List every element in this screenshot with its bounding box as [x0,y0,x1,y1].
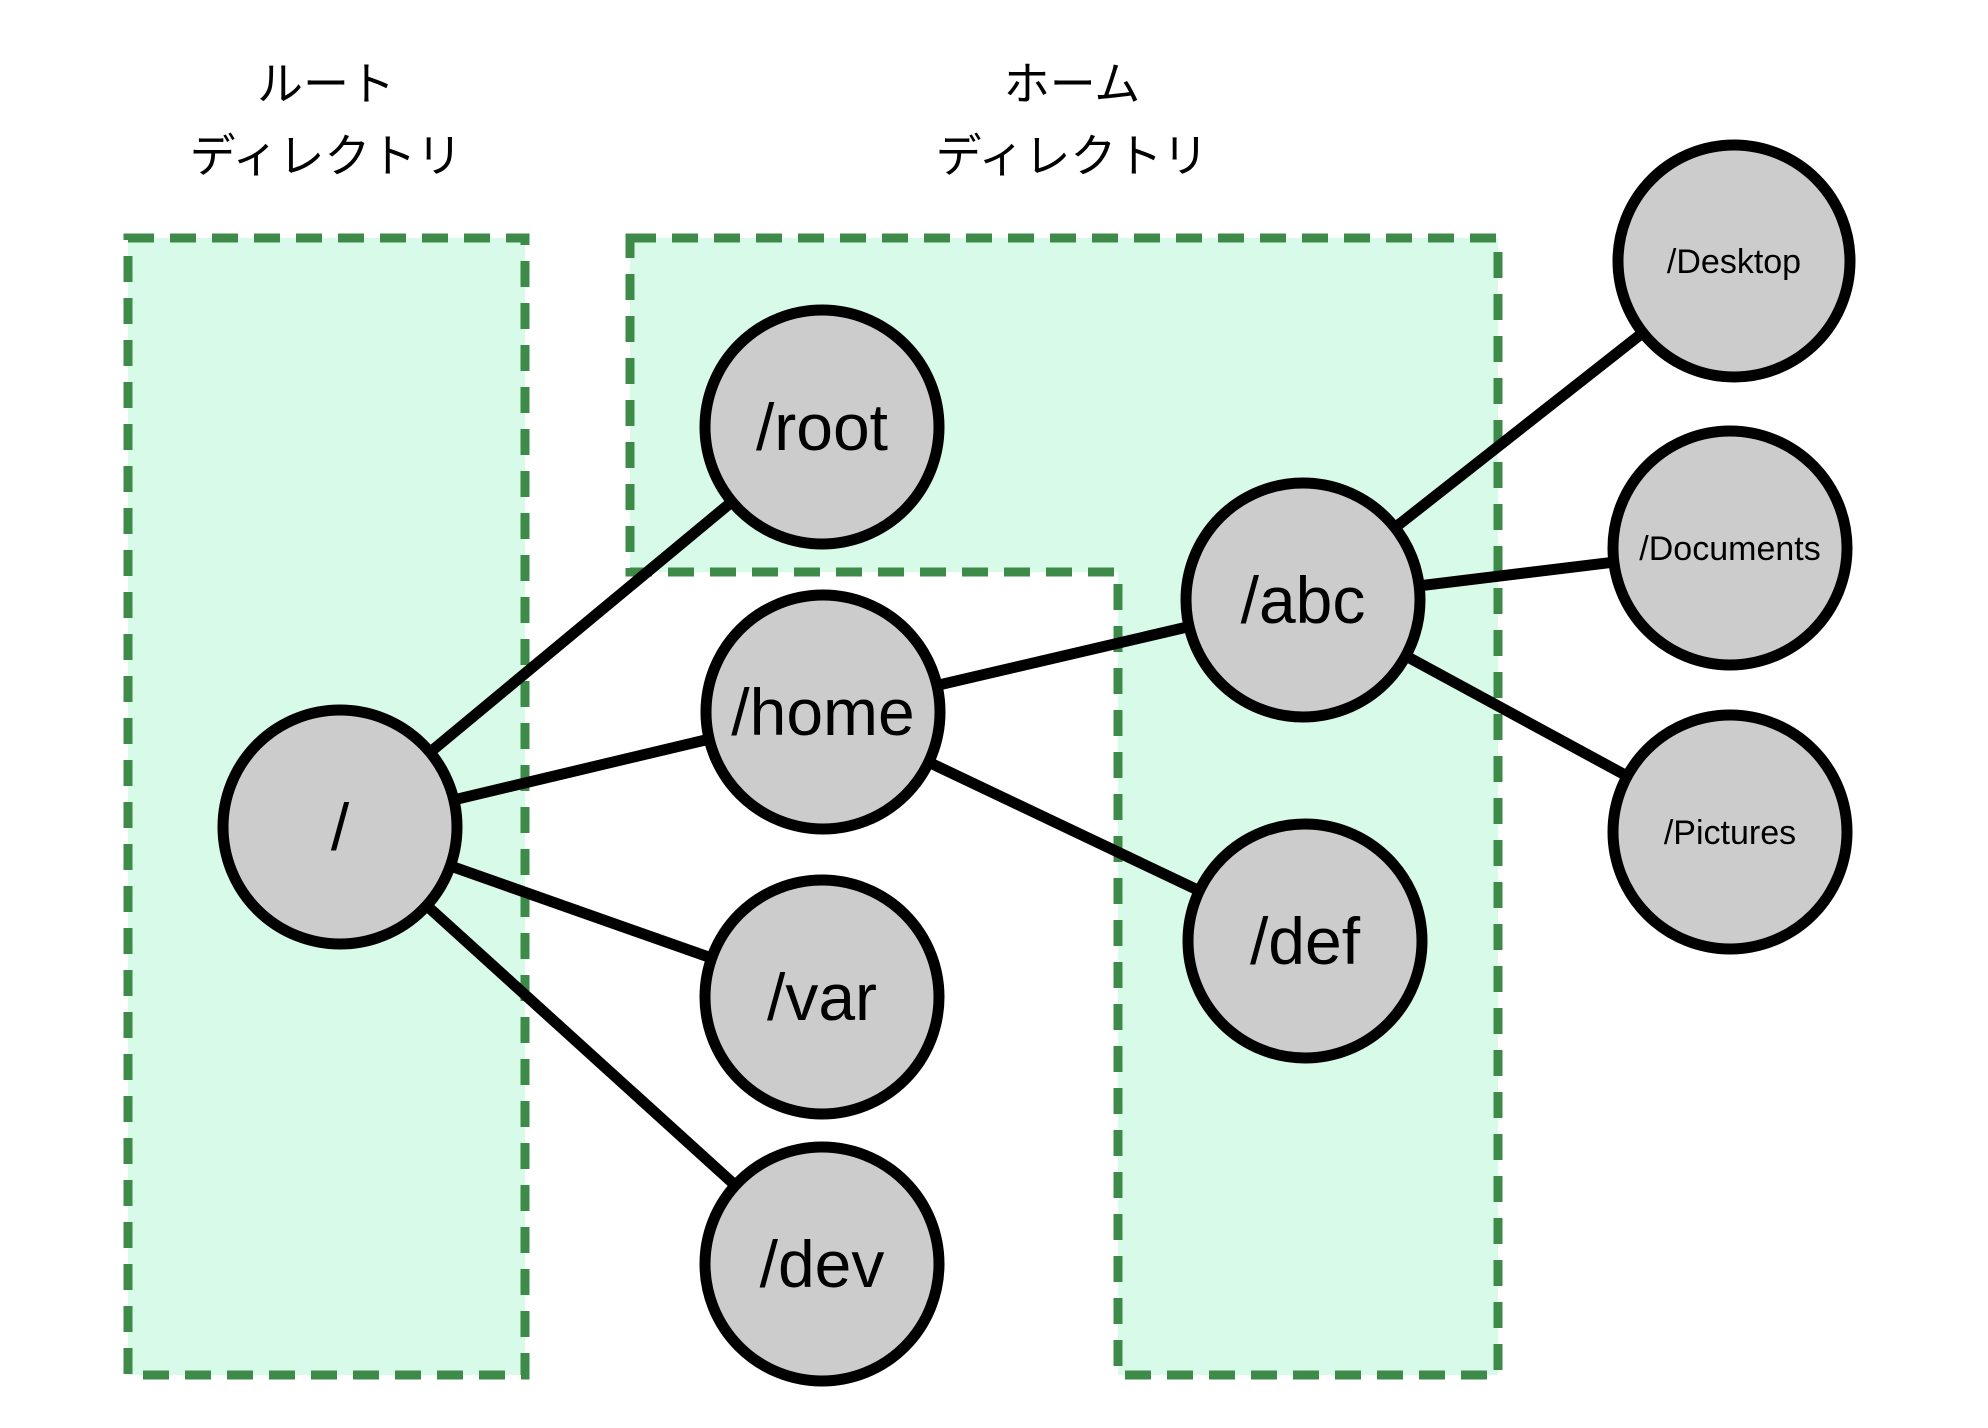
node-def: /def [1182,818,1428,1064]
node-root: / [217,704,463,950]
node-desktop-circle [1612,139,1856,383]
node-root-label: / [331,790,350,864]
node-def-label: /def [1250,904,1361,978]
node-home-circle [700,589,946,835]
node-dev: /dev [699,1141,945,1387]
node-var-label: /var [767,960,877,1034]
node-desktop-label: /Desktop [1667,243,1801,281]
home-directory-label-line1: ホーム [1004,58,1141,110]
node-desktop: /Desktop [1612,139,1856,383]
home-directory-label-line2: ディレクトリ [936,130,1209,182]
node-pictures-circle [1607,709,1853,955]
node-pictures-label: /Pictures [1664,814,1796,852]
node-var-circle [699,874,945,1120]
node-root-dir-circle [699,304,945,550]
node-pictures: /Pictures [1607,709,1853,955]
node-home-label: /home [731,675,914,749]
node-abc: /abc [1180,477,1426,723]
node-documents-circle [1607,425,1853,671]
node-documents-label: /Documents [1639,530,1820,568]
node-abc-label: /abc [1241,563,1366,637]
root-directory-label-line1: ルート [257,58,395,110]
node-root-dir: /root [699,304,945,550]
node-var: /var [699,874,945,1120]
node-dev-label: /dev [760,1227,885,1301]
root-directory-label-line2: ディレクトリ [190,130,463,182]
node-abc-circle [1180,477,1426,723]
node-root-circle [217,704,463,950]
node-documents: /Documents [1607,425,1853,671]
node-def-circle [1182,818,1428,1064]
node-dev-circle [699,1141,945,1387]
node-root-dir-label: /root [756,390,888,464]
node-home: /home [700,589,946,835]
